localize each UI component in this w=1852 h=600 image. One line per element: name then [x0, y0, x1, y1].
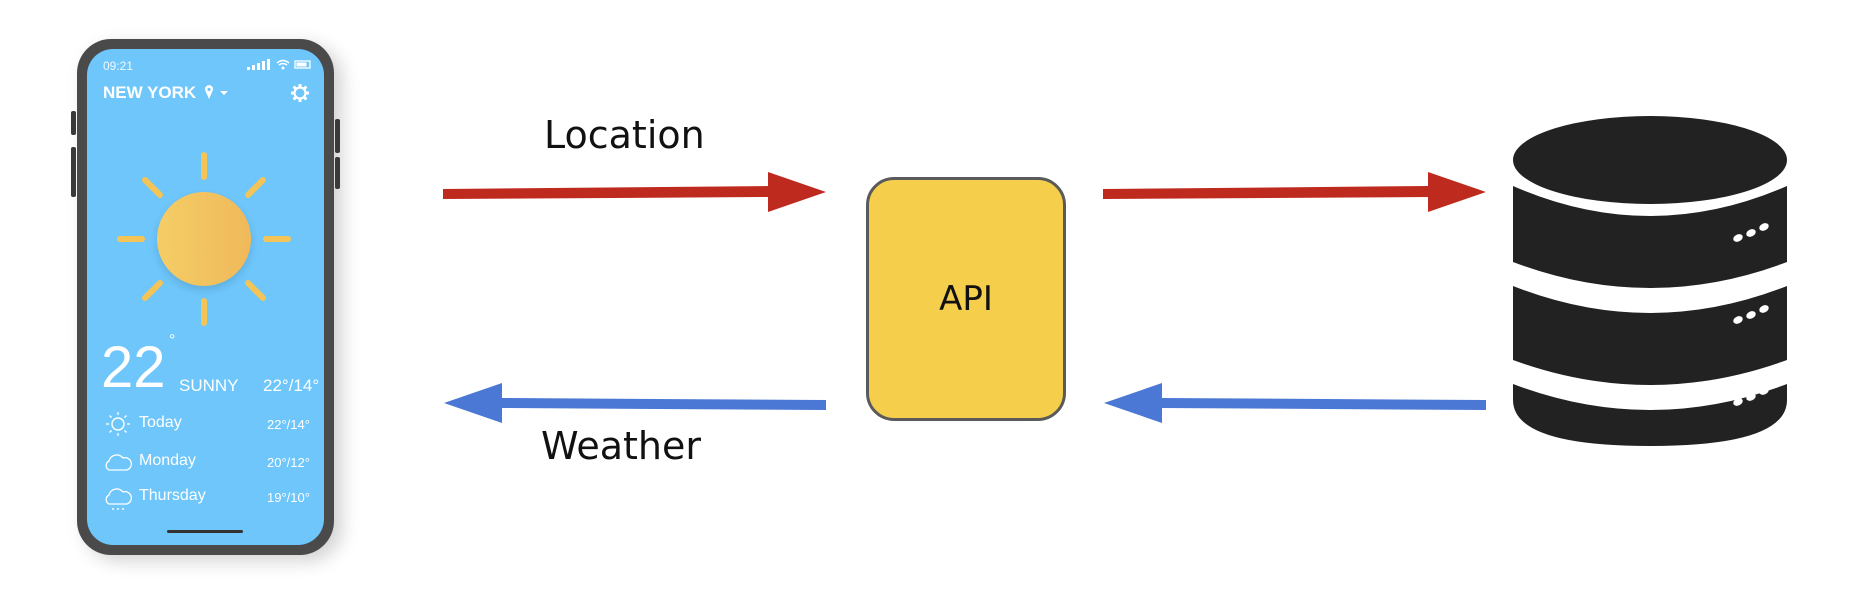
current-temp-range: 22°/14° — [263, 376, 320, 395]
database-icon — [1513, 116, 1787, 446]
weather-app-screen: 09:21 NEW YORK 22 ° SUNNY 2 — [87, 49, 324, 545]
rain-cloud-icon — [105, 488, 132, 510]
cloud-icon — [105, 454, 132, 471]
battery-icon — [294, 60, 311, 69]
chevron-down-icon — [220, 91, 228, 95]
phone-side-button — [335, 157, 340, 189]
smartphone: 09:21 NEW YORK 22 ° SUNNY 2 — [71, 39, 340, 555]
forecast-range: 19°/10° — [267, 490, 310, 505]
status-time: 09:21 — [103, 59, 134, 73]
weather-label: Weather — [541, 424, 701, 468]
forecast-range: 20°/12° — [267, 455, 310, 470]
forecast-range: 22°/14° — [267, 417, 310, 432]
phone-side-button — [335, 119, 340, 153]
current-condition: SUNNY — [179, 376, 239, 395]
location-label: Location — [544, 113, 705, 157]
degree-symbol: ° — [169, 332, 176, 349]
api-label: API — [939, 279, 993, 319]
location-pin-icon — [205, 85, 213, 99]
sun-icon — [117, 152, 291, 326]
wifi-icon — [276, 59, 290, 66]
server-lights — [1733, 223, 1769, 406]
api-box: API — [866, 177, 1066, 421]
database-to-api-arrow — [1104, 383, 1486, 423]
forecast-day: Thursday — [139, 487, 206, 504]
api-to-database-arrow — [1103, 172, 1486, 212]
sun-icon — [106, 412, 130, 436]
current-temperature: 22 — [101, 335, 166, 400]
weather-response-arrow — [444, 383, 826, 423]
signal-icon — [247, 59, 270, 70]
phone-side-button — [71, 111, 76, 135]
location-dropdown[interactable] — [204, 85, 234, 101]
status-icons — [247, 59, 311, 70]
forecast-day: Monday — [139, 452, 196, 469]
forecast-day: Today — [139, 414, 182, 431]
home-indicator — [167, 530, 243, 533]
city-name[interactable]: NEW YORK — [103, 83, 197, 102]
phone-side-button — [71, 147, 76, 197]
location-request-arrow — [443, 172, 826, 212]
gear-icon[interactable] — [290, 83, 310, 103]
